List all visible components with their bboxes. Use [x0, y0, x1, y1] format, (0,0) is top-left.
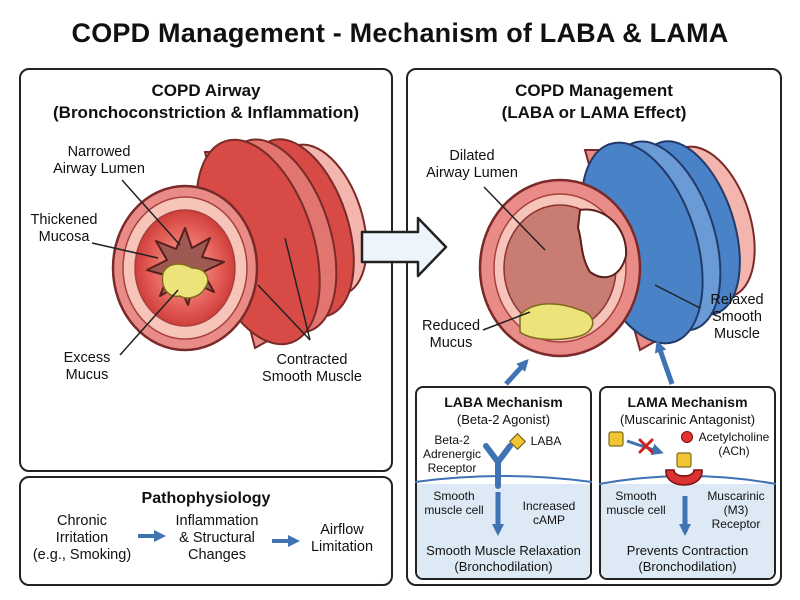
dilated-lumen-label-line1: Dilated: [449, 148, 495, 164]
laba-cell-label-line2: muscle cell: [424, 503, 484, 517]
left-leader-lines: [91, 179, 311, 356]
patho-step-inflammation-line2: & Structural: [179, 530, 255, 546]
narrowed-lumen-label-line1: Narrowed: [67, 144, 131, 160]
patho-step-airflow-line1: Airflow: [320, 522, 364, 538]
page-title: COPD Management - Mechanism of LABA & LA…: [71, 18, 729, 48]
treated-airway-tube: [478, 140, 756, 358]
lama-receptor-graphic: [598, 431, 777, 536]
copd-airway-tube: [111, 138, 368, 352]
dilated-lumen-label: Dilated Airway Lumen: [420, 148, 524, 182]
patho-step-inflammation: Inflammation & Structural Changes: [164, 513, 270, 564]
beta2-receptor-label: Beta-2 Adrenergic Receptor: [420, 433, 484, 475]
camp-label: Increased cAMP: [514, 499, 584, 527]
relaxed-muscle-label: Relaxed Smooth Muscle: [700, 292, 774, 343]
m3-receptor-label: Muscarinic (M3) Receptor: [700, 489, 772, 531]
laba-subtitle: (Beta-2 Agonist): [456, 412, 551, 427]
camp-label-line1: Increased: [522, 499, 576, 513]
patho-step-airflow-line2: Limitation: [310, 539, 374, 555]
excess-mucus-label-line1: Excess: [63, 350, 111, 366]
relaxed-muscle-label-line2: Smooth: [712, 309, 762, 325]
reduced-mucus-label: Reduced Mucus: [418, 318, 484, 352]
beta2-receptor-label-line1: Beta-2: [434, 433, 470, 447]
lama-result: Prevents Contraction: [626, 543, 749, 558]
left-panel-title: COPD Airway: [151, 81, 261, 100]
camp-label-line2: cAMP: [532, 513, 565, 527]
relaxed-muscle-label-line1: Relaxed: [710, 292, 764, 308]
right-panel-subtitle: (LABA or LAMA Effect): [501, 103, 687, 122]
lama-cell-label-line2: muscle cell: [606, 503, 666, 517]
lama-cell-label-line1: Smooth: [615, 489, 657, 503]
lama-effect-arrow: [654, 340, 675, 385]
patho-step-irritation: Chronic Irritation (e.g., Smoking): [26, 513, 138, 564]
beta2-receptor-label-line3: Receptor: [427, 461, 477, 475]
lama-result-note: (Bronchodilation): [638, 559, 737, 574]
laba-effect-arrow: [504, 359, 529, 386]
reduced-mucus-label-line2: Mucus: [429, 335, 473, 351]
laba-cell-label-line1: Smooth: [433, 489, 475, 503]
thickened-mucosa-label-line2: Mucosa: [38, 229, 90, 245]
patho-step-irritation-line2: Irritation: [55, 530, 109, 546]
left-panel-subtitle: (Bronchoconstriction & Inflammation): [53, 103, 359, 122]
m3-receptor-label-line1: Muscarinic: [707, 489, 765, 503]
excess-mucus-label-line2: Mucus: [65, 367, 109, 383]
transition-arrow: [360, 216, 448, 278]
m3-receptor-label-line2: (M3): [723, 503, 749, 517]
narrowed-lumen-label-line2: Airway Lumen: [53, 161, 145, 177]
pathophysiology-panel: Pathophysiology: [19, 476, 393, 586]
laba-title: LABA Mechanism: [444, 394, 563, 410]
lama-cell-label: Smooth muscle cell: [602, 489, 670, 517]
lama-subtitle: (Muscarinic Antagonist): [619, 412, 756, 427]
contracted-muscle-label: Contracted Smooth Muscle: [254, 352, 370, 386]
dilated-lumen-label-line2: Airway Lumen: [426, 165, 518, 181]
laba-drug-label: LABA: [530, 434, 562, 448]
ach-label: Acetylcholine (ACh): [694, 430, 774, 458]
beta2-receptor-label-line2: Adrenergic: [422, 447, 482, 461]
patho-step-inflammation-line3: Changes: [187, 547, 247, 563]
thickened-mucosa-label-line1: Thickened: [30, 212, 98, 228]
m3-receptor-label-line3: Receptor: [711, 517, 761, 531]
laba-cell-label: Smooth muscle cell: [420, 489, 488, 517]
ach-label-line1: Acetylcholine: [698, 430, 770, 444]
right-panel-title: COPD Management: [515, 81, 673, 100]
patho-step-irritation-line3: (e.g., Smoking): [32, 547, 132, 563]
relaxed-muscle-label-line3: Muscle: [714, 326, 760, 342]
patho-step-irritation-line1: Chronic: [57, 513, 107, 529]
contracted-muscle-label-line1: Contracted: [276, 352, 348, 368]
pathophysiology-title: Pathophysiology: [141, 490, 271, 507]
patho-step-inflammation-line1: Inflammation: [175, 513, 259, 529]
thickened-mucosa-label: Thickened Mucosa: [28, 212, 100, 246]
patho-step-airflow: Airflow Limitation: [302, 522, 382, 556]
laba-result-note: (Bronchodilation): [454, 559, 553, 574]
reduced-mucus-label-line1: Reduced: [421, 318, 481, 334]
laba-result: Smooth Muscle Relaxation: [426, 543, 581, 558]
lama-title: LAMA Mechanism: [627, 394, 748, 410]
lama-mechanism-box: LAMA Mechanism (Muscarinic Antagonist) P…: [599, 386, 776, 580]
ach-label-line2: (ACh): [718, 444, 750, 458]
laba-receptor-graphic: [414, 432, 593, 536]
right-leader-lines: [482, 186, 701, 331]
contracted-muscle-label-line2: Smooth Muscle: [262, 369, 362, 385]
narrowed-lumen-label: Narrowed Airway Lumen: [44, 144, 154, 178]
excess-mucus-label: Excess Mucus: [52, 350, 122, 384]
